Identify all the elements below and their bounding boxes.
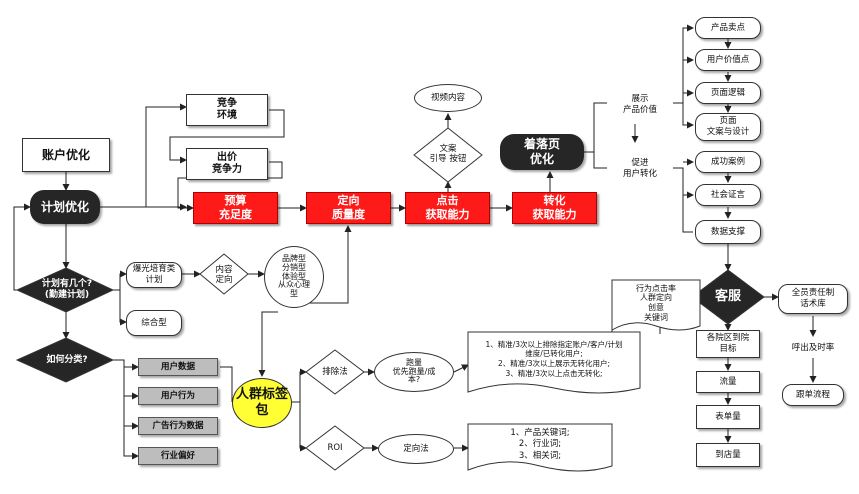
targeting-method-ellipse[interactable]: 定向法 <box>378 434 454 464</box>
call-timely-text: 呼出及时率 <box>791 342 835 353</box>
roi-diamond <box>305 425 365 471</box>
brand-types-ellipse[interactable]: 品牌型 分销型 体验型 从众心理 型 <box>264 246 324 308</box>
edge-count-loop <box>13 203 31 291</box>
selling-point-node[interactable]: 产品卖点 <box>695 17 761 39</box>
script-library-node[interactable]: 全员责任制 话术库 <box>778 284 848 314</box>
behavior-list-text: 行为点击率 人群定向 创意 关键词 <box>636 283 676 322</box>
edge-classify-to-data <box>113 359 138 457</box>
plan-optimization-node[interactable]: 计划优化 <box>30 190 100 224</box>
form-volume-box[interactable]: 表单量 <box>696 405 760 429</box>
traffic-box[interactable]: 流量 <box>696 371 760 393</box>
landing-page-node[interactable]: 着落页 优化 <box>500 134 584 170</box>
behavior-list-shape <box>611 279 701 331</box>
success-cases-node[interactable]: 成功案例 <box>695 151 761 173</box>
user-data-box[interactable]: 用户数据 <box>138 358 218 376</box>
data-support-node[interactable]: 数据支撑 <box>695 220 761 244</box>
ad-behavior-data-box[interactable]: 广告行为数据 <box>138 417 218 435</box>
hospital-target-box[interactable]: 各院区到院 目标 <box>696 330 760 358</box>
traffic-first-ellipse[interactable]: 跑量 优先跑量/成 本? <box>374 352 454 392</box>
exclusion-diamond <box>305 349 365 395</box>
exclusion-doc-text: 1、精准/3次以上排除指定账户/客户/计划 维度/已转化用户; 2、精准/3次以… <box>485 339 623 378</box>
bid-competitiveness-box[interactable]: 出价 竞争力 <box>186 148 268 180</box>
account-optimization-box[interactable]: 账户优化 <box>22 138 110 172</box>
keyword-doc-text: 1、产品关键词; 2、行业词; 3、相关词; <box>510 427 570 461</box>
edge-brand-to-targeting <box>294 225 352 304</box>
audience-pack-ellipse[interactable]: 人群标签 包 <box>232 378 292 428</box>
content-targeting-diamond <box>199 253 249 295</box>
video-content-ellipse[interactable]: 视频内容 <box>414 84 482 112</box>
exclusion-doc-shape <box>467 331 641 394</box>
arrival-box[interactable]: 到店量 <box>696 443 760 467</box>
edge-brand-to-audience <box>258 311 278 377</box>
edge-audience-to-methods <box>292 368 307 403</box>
show-value-text: 展示 产品价值 <box>622 94 657 115</box>
combined-node[interactable]: 综合型 <box>126 310 182 336</box>
edge-count-to-exposure <box>113 270 127 291</box>
conversion-capability-box[interactable]: 转化 获取能力 <box>512 192 597 224</box>
page-logic-node[interactable]: 页面逻辑 <box>695 82 761 104</box>
classify-diamond <box>15 337 115 383</box>
promote-conversion-text: 促进 用户转化 <box>622 158 657 179</box>
social-proof-node[interactable]: 社会证言 <box>695 184 761 206</box>
exposure-plan-node[interactable]: 爆光培育类 计划 <box>126 262 182 288</box>
edge-landing-to-branches <box>584 102 607 153</box>
edge-competition-to-bid <box>169 109 285 164</box>
edge-plan-to-competition <box>100 103 187 208</box>
edge-promote-children <box>673 167 693 233</box>
edge-to-page-copy <box>682 103 694 129</box>
edge-show-value-children <box>673 27 693 104</box>
competition-env-box[interactable]: 竞争 环境 <box>186 94 268 126</box>
plan-count-diamond <box>15 267 115 313</box>
page-copy-design-node[interactable]: 页面 文案与设计 <box>695 113 761 141</box>
industry-pref-box[interactable]: 行业偏好 <box>138 447 218 465</box>
follow-process-node[interactable]: 跟单流程 <box>782 384 844 406</box>
copy-guide-diamond <box>413 127 483 183</box>
user-value-node[interactable]: 用户价值点 <box>695 49 761 71</box>
keyword-doc-shape <box>467 423 613 472</box>
edge-landing-to-promote <box>593 152 607 169</box>
targeting-quality-box[interactable]: 定向 质量度 <box>306 192 391 224</box>
budget-box[interactable]: 预算 充足度 <box>193 192 278 224</box>
user-behavior-box[interactable]: 用户行为 <box>138 387 218 405</box>
click-capability-box[interactable]: 点击 获取能力 <box>405 192 490 224</box>
customer-service-diamond <box>691 269 765 325</box>
